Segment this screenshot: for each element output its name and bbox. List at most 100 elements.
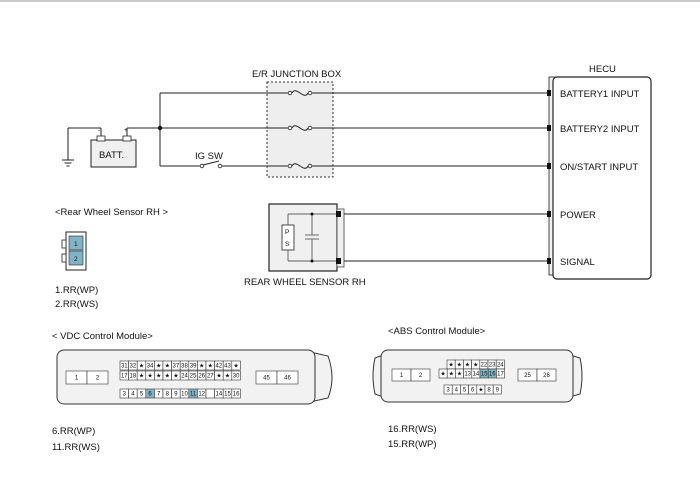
vdc-pin-r3-0: 3 xyxy=(123,392,127,398)
vdc-pin-r1-6: 37 xyxy=(173,364,180,370)
abs-pin-r1-4: 22 xyxy=(481,363,488,369)
vdc-pin-r2-11: ★ xyxy=(216,373,221,380)
abs-pin-r2-7-cell xyxy=(496,368,505,379)
vdc-pin-r1-4: ★ xyxy=(156,363,161,370)
abs-pin-note-1: 16.RR(WS) xyxy=(388,424,437,435)
vdc-pin-r3-4: 7 xyxy=(157,392,161,398)
hecu-title: HECU xyxy=(589,64,616,75)
vdc-pin-r2-10: 27 xyxy=(207,374,214,380)
sensor-pin-note-2: 2.RR(WS) xyxy=(55,299,98,310)
vdc-pin-r3-8: 11 xyxy=(190,392,197,398)
sensor-symbol-p: P xyxy=(285,229,289,236)
vdc-pin-r2-4: ★ xyxy=(156,373,161,380)
abs-left-0: 1 xyxy=(400,373,404,379)
sensor-connector-pin-1: 1 xyxy=(74,241,78,248)
ground-icon xyxy=(62,159,74,167)
abs-pin-r3-2: 5 xyxy=(463,388,467,394)
vdc-pin-r2-5: ★ xyxy=(165,373,170,380)
vdc-right-1: 46 xyxy=(284,376,291,382)
hecu-pin-battery2: BATTERY2 INPUT xyxy=(560,124,640,135)
junction-box-title: E/R JUNCTION BOX xyxy=(252,69,342,80)
sensor-label: REAR WHEEL SENSOR RH xyxy=(244,277,366,288)
vdc-pin-r1-10: ★ xyxy=(208,363,213,370)
vdc-pin-r3-13-cell xyxy=(231,388,241,399)
vdc-module-title: < VDC Control Module> xyxy=(52,331,153,342)
abs-pin-r3-6-cell xyxy=(492,384,502,395)
vdc-pin-r2-7: 24 xyxy=(181,374,188,380)
abs-pin-r1-3: ★ xyxy=(473,362,478,369)
vdc-pin-r3-10-cell xyxy=(205,388,215,399)
abs-pin-r3-4: ★ xyxy=(478,387,483,394)
abs-module-title: <ABS Control Module> xyxy=(388,326,486,337)
vdc-left-0: 1 xyxy=(75,376,79,382)
abs-pin-r2-4: 14 xyxy=(473,372,480,378)
abs-right-1-cell xyxy=(536,368,557,382)
vdc-pin-r1-7: 38 xyxy=(181,364,188,370)
vdc-pin-r3-11: 14 xyxy=(216,392,223,398)
abs-right-0: 25 xyxy=(524,373,531,379)
vdc-pin-r1-5: ★ xyxy=(165,363,170,370)
vdc-pin-r3-2: 5 xyxy=(140,392,144,398)
abs-pin-r1-5: 23 xyxy=(489,363,496,369)
abs-pin-r1-1: ★ xyxy=(457,362,462,369)
vdc-right-0: 45 xyxy=(263,376,270,382)
vdc-left-1: 2 xyxy=(96,376,100,382)
vdc-right-1-cell xyxy=(276,370,299,385)
abs-pin-r2-5: 15 xyxy=(481,372,488,378)
abs-left-1-cell xyxy=(410,368,431,382)
vdc-pin-r1-8: 39 xyxy=(190,364,197,370)
vdc-pin-note-2: 11.RR(WS) xyxy=(52,442,100,453)
vdc-pin-r2-9: 26 xyxy=(198,374,205,380)
vdc-pin-r3-1: 4 xyxy=(131,392,135,398)
vdc-pin-r1-0: 31 xyxy=(121,364,128,370)
vdc-pin-r3-9: 12 xyxy=(198,392,205,398)
abs-pin-r1-6: 24 xyxy=(497,363,504,369)
ig-switch-label: IG SW xyxy=(195,151,223,162)
abs-pin-r3-5: 8 xyxy=(487,388,491,394)
vdc-pin-r1-11: 42 xyxy=(216,364,223,370)
sensor-connector-pin-2: 2 xyxy=(74,256,78,263)
sensor-pin-note-1: 1.RR(WP) xyxy=(55,285,98,296)
vdc-pin-r2-3: ★ xyxy=(147,373,152,380)
vdc-pin-r3-3: 6 xyxy=(148,392,152,398)
vdc-pin-r3-7: 10 xyxy=(181,392,188,398)
vdc-left-1-cell xyxy=(86,370,109,385)
svg-text:+: + xyxy=(124,127,128,134)
hecu-pin-signal: SIGNAL xyxy=(560,257,595,268)
vdc-pin-r1-2: ★ xyxy=(139,363,144,370)
vdc-pin-r2-8: 25 xyxy=(190,374,197,380)
vdc-pin-r2-13: 30 xyxy=(233,374,240,380)
abs-pin-r2-0: ★ xyxy=(440,371,445,378)
vdc-pin-r1-1: 32 xyxy=(130,364,137,370)
hecu-pin-power: POWER xyxy=(560,210,596,221)
vdc-pin-r1-3: 34 xyxy=(147,364,154,370)
vdc-pin-r2-1: 18 xyxy=(130,374,137,380)
fuse-1-icon xyxy=(287,90,313,96)
abs-pin-r2-1: ★ xyxy=(449,371,454,378)
abs-left-1: 2 xyxy=(419,373,423,379)
fuse-3-icon xyxy=(287,163,313,169)
power-wiring xyxy=(67,92,547,167)
abs-pin-r1-0: ★ xyxy=(448,362,453,369)
vdc-pin-r1-12: 43 xyxy=(224,364,231,370)
abs-pin-r3-0: 3 xyxy=(446,388,450,394)
vdc-pin-r1-13: ★ xyxy=(233,363,238,370)
abs-pin-r3-6: 9 xyxy=(496,388,500,394)
abs-pin-r2-2: ★ xyxy=(457,371,462,378)
abs-pin-r2-3: 13 xyxy=(464,372,471,378)
abs-pin-r2-6: 16 xyxy=(489,372,496,378)
abs-pin-r3-3: 6 xyxy=(471,388,475,394)
battery-icon: - + BATT. xyxy=(90,127,137,168)
battery-label: BATT. xyxy=(99,150,124,161)
abs-pin-r2-7: 17 xyxy=(497,372,504,378)
junction-box: E/R JUNCTION BOX xyxy=(252,69,342,178)
fuse-2-icon xyxy=(287,125,313,131)
vdc-pin-r3-6: 9 xyxy=(174,392,178,398)
vdc-pin-r2-2: ★ xyxy=(139,373,144,380)
vdc-pin-r2-6: ★ xyxy=(173,373,178,380)
abs-pin-r1-2: ★ xyxy=(465,362,470,369)
sensor-connector-title: <Rear Wheel Sensor RH > xyxy=(55,207,168,218)
